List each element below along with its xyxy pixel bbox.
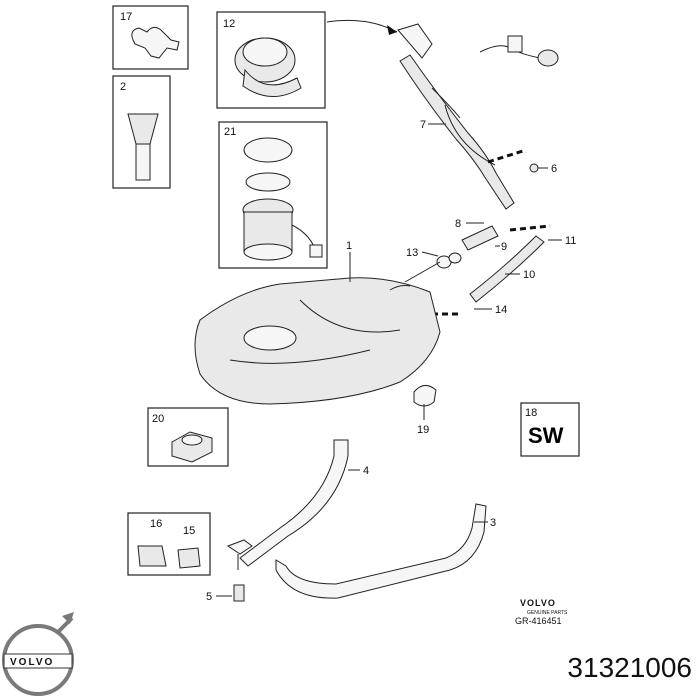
screw-6 [529,163,539,173]
clip-part-17 [131,26,180,59]
callout-21: 21 [224,126,236,138]
callout-9: 9 [501,241,507,253]
part-number: 31321006 [567,652,692,683]
ref-code: GR-416451 [515,616,562,626]
pad-part-16 [137,545,167,567]
callout-4: 4 [363,465,369,477]
callout-10: 10 [523,269,535,281]
box-18 [520,402,580,457]
dash-11 [509,224,551,232]
callout-17: 17 [120,11,132,23]
leader-13 [421,251,439,257]
ring-part-20 [171,431,213,463]
pump-unit-part-21 [242,137,323,261]
volvo-small-sub: GENUINE PARTS [527,610,568,616]
callout-12: 12 [223,18,235,30]
hose-part-10 [469,235,545,303]
bracket-part [226,539,253,555]
leader-tank-neck [404,261,441,283]
valve-part-19 [413,385,437,407]
callout-8: 8 [455,218,461,230]
wiring-connector [479,35,559,67]
callout-19: 19 [417,424,429,436]
volvo-emblem: VOLVO [2,612,74,696]
callout-18: 18 [525,407,537,419]
fuel-tank-part-1 [194,277,441,405]
filler-cap-part-12 [234,37,302,97]
callout-3: 3 [490,517,496,529]
callout-16: 16 [150,518,162,530]
callout-7: 7 [420,119,426,131]
box-2 [112,75,171,189]
callout-1: 1 [346,240,352,252]
box-21 [218,121,328,269]
dash-6 [487,148,527,164]
strap-part-3 [275,503,487,599]
callout-15: 15 [183,525,195,537]
strap-part-4 [239,439,349,567]
screw-part-5 [233,584,245,602]
box-20 [147,407,229,467]
callout-14: 14 [495,304,507,316]
pad-part-15 [177,547,201,569]
box-12 [216,11,326,109]
box-17 [112,5,189,70]
arrow-to-neck [326,19,398,33]
arrow-head [387,25,397,35]
volvo-emblem-text: VOLVO [10,657,54,668]
callout-11: 11 [565,235,576,247]
funnel-part-2 [127,113,159,181]
hose-part-9 [461,225,499,251]
callout-20: 20 [152,413,164,425]
box-16-15 [127,512,211,576]
callout-13: 13 [406,247,418,259]
callout-5: 5 [206,591,212,603]
callout-6: 6 [551,163,557,175]
sw-label: SW [528,423,564,448]
filler-neck-part-7 [397,23,515,210]
volvo-small-logo-text: VOLVO [520,598,556,608]
callout-2: 2 [120,81,126,93]
